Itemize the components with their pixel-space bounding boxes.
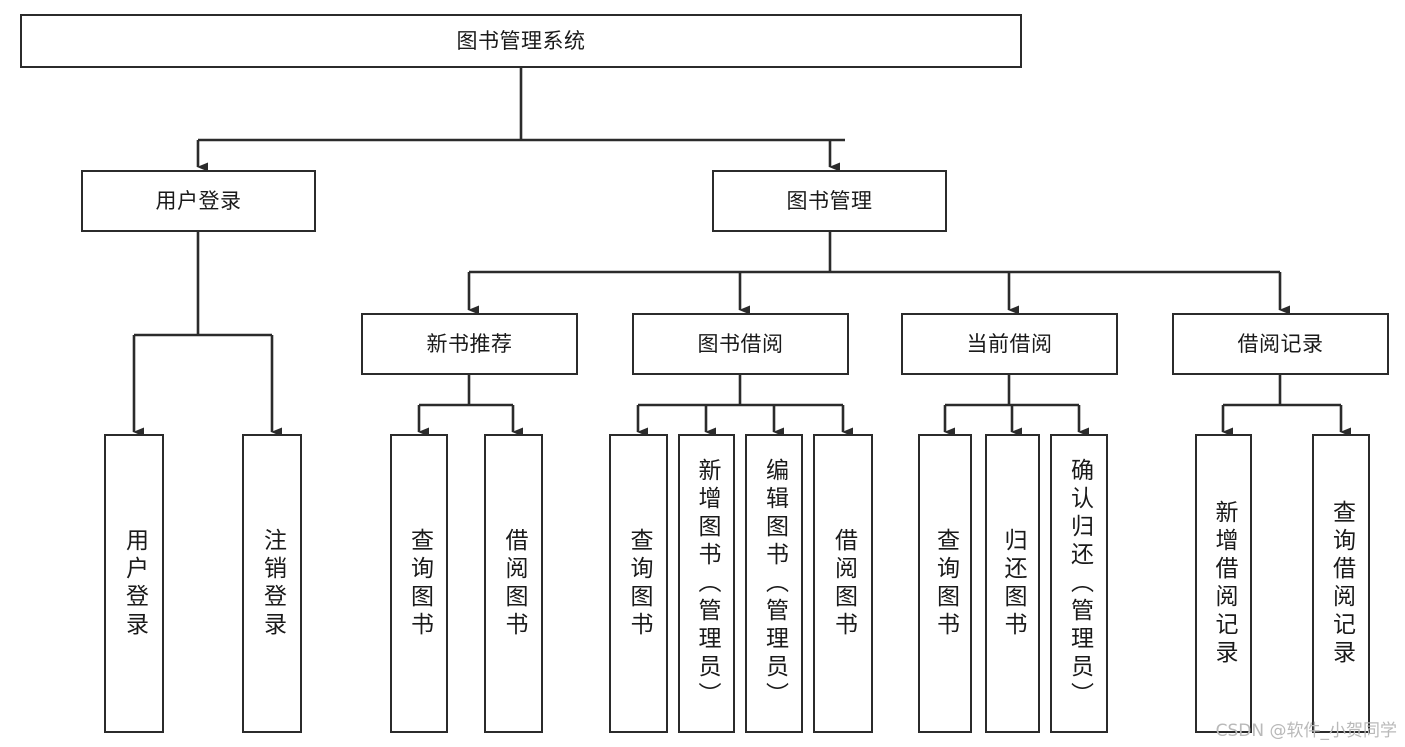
leaf-return-book-label: 归还图书 bbox=[1000, 527, 1026, 640]
leaf-confirm-return-admin-label: 确认归还（管理员） bbox=[1066, 457, 1093, 710]
node-root[interactable]: 图书管理系统 bbox=[20, 14, 1022, 68]
node-root-label: 图书管理系统 bbox=[456, 28, 586, 53]
leaf-add-borrow-record-label: 新增借阅记录 bbox=[1211, 499, 1237, 668]
node-book-borrow-label: 图书借阅 bbox=[697, 331, 784, 356]
node-book-management-label: 图书管理 bbox=[786, 188, 873, 213]
leaf-query-borrow-record[interactable]: 查询借阅记录 bbox=[1312, 434, 1370, 733]
node-new-book-recommend-label: 新书推荐 bbox=[426, 331, 513, 356]
node-borrow-record[interactable]: 借阅记录 bbox=[1172, 313, 1389, 375]
node-user-login[interactable]: 用户登录 bbox=[81, 170, 316, 232]
leaf-user-login[interactable]: 用户登录 bbox=[104, 434, 164, 733]
leaf-query-book-recommend-label: 查询图书 bbox=[406, 527, 433, 640]
node-book-borrow[interactable]: 图书借阅 bbox=[632, 313, 849, 375]
leaf-borrow-book-recommend-label: 借阅图书 bbox=[501, 527, 527, 640]
leaf-add-book-admin[interactable]: 新增图书（管理员） bbox=[678, 434, 735, 733]
node-current-borrow[interactable]: 当前借阅 bbox=[901, 313, 1118, 375]
leaf-query-borrow-record-label: 查询借阅记录 bbox=[1328, 499, 1355, 668]
leaf-query-book-recommend[interactable]: 查询图书 bbox=[390, 434, 448, 733]
leaf-query-book-current[interactable]: 查询图书 bbox=[918, 434, 972, 733]
node-user-login-label: 用户登录 bbox=[155, 188, 242, 213]
leaf-query-book-current-label: 查询图书 bbox=[932, 527, 959, 640]
leaf-logout-label: 注销登录 bbox=[259, 527, 286, 640]
leaf-return-book[interactable]: 归还图书 bbox=[985, 434, 1040, 733]
leaf-confirm-return-admin[interactable]: 确认归还（管理员） bbox=[1050, 434, 1108, 733]
leaf-query-book-borrow[interactable]: 查询图书 bbox=[609, 434, 668, 733]
leaf-add-book-admin-label: 新增图书（管理员） bbox=[694, 457, 720, 710]
leaf-borrow-book-recommend[interactable]: 借阅图书 bbox=[484, 434, 543, 733]
node-book-management[interactable]: 图书管理 bbox=[712, 170, 947, 232]
leaf-edit-book-admin-label: 编辑图书（管理员） bbox=[761, 457, 788, 710]
node-borrow-record-label: 借阅记录 bbox=[1237, 331, 1324, 356]
leaf-query-book-borrow-label: 查询图书 bbox=[626, 527, 652, 640]
node-current-borrow-label: 当前借阅 bbox=[966, 331, 1053, 356]
leaf-logout[interactable]: 注销登录 bbox=[242, 434, 302, 733]
leaf-user-login-label: 用户登录 bbox=[121, 527, 148, 640]
leaf-borrow-book-borrow[interactable]: 借阅图书 bbox=[813, 434, 873, 733]
node-new-book-recommend[interactable]: 新书推荐 bbox=[361, 313, 578, 375]
leaf-add-borrow-record[interactable]: 新增借阅记录 bbox=[1195, 434, 1252, 733]
leaf-borrow-book-borrow-label: 借阅图书 bbox=[830, 527, 857, 640]
leaf-edit-book-admin[interactable]: 编辑图书（管理员） bbox=[745, 434, 803, 733]
